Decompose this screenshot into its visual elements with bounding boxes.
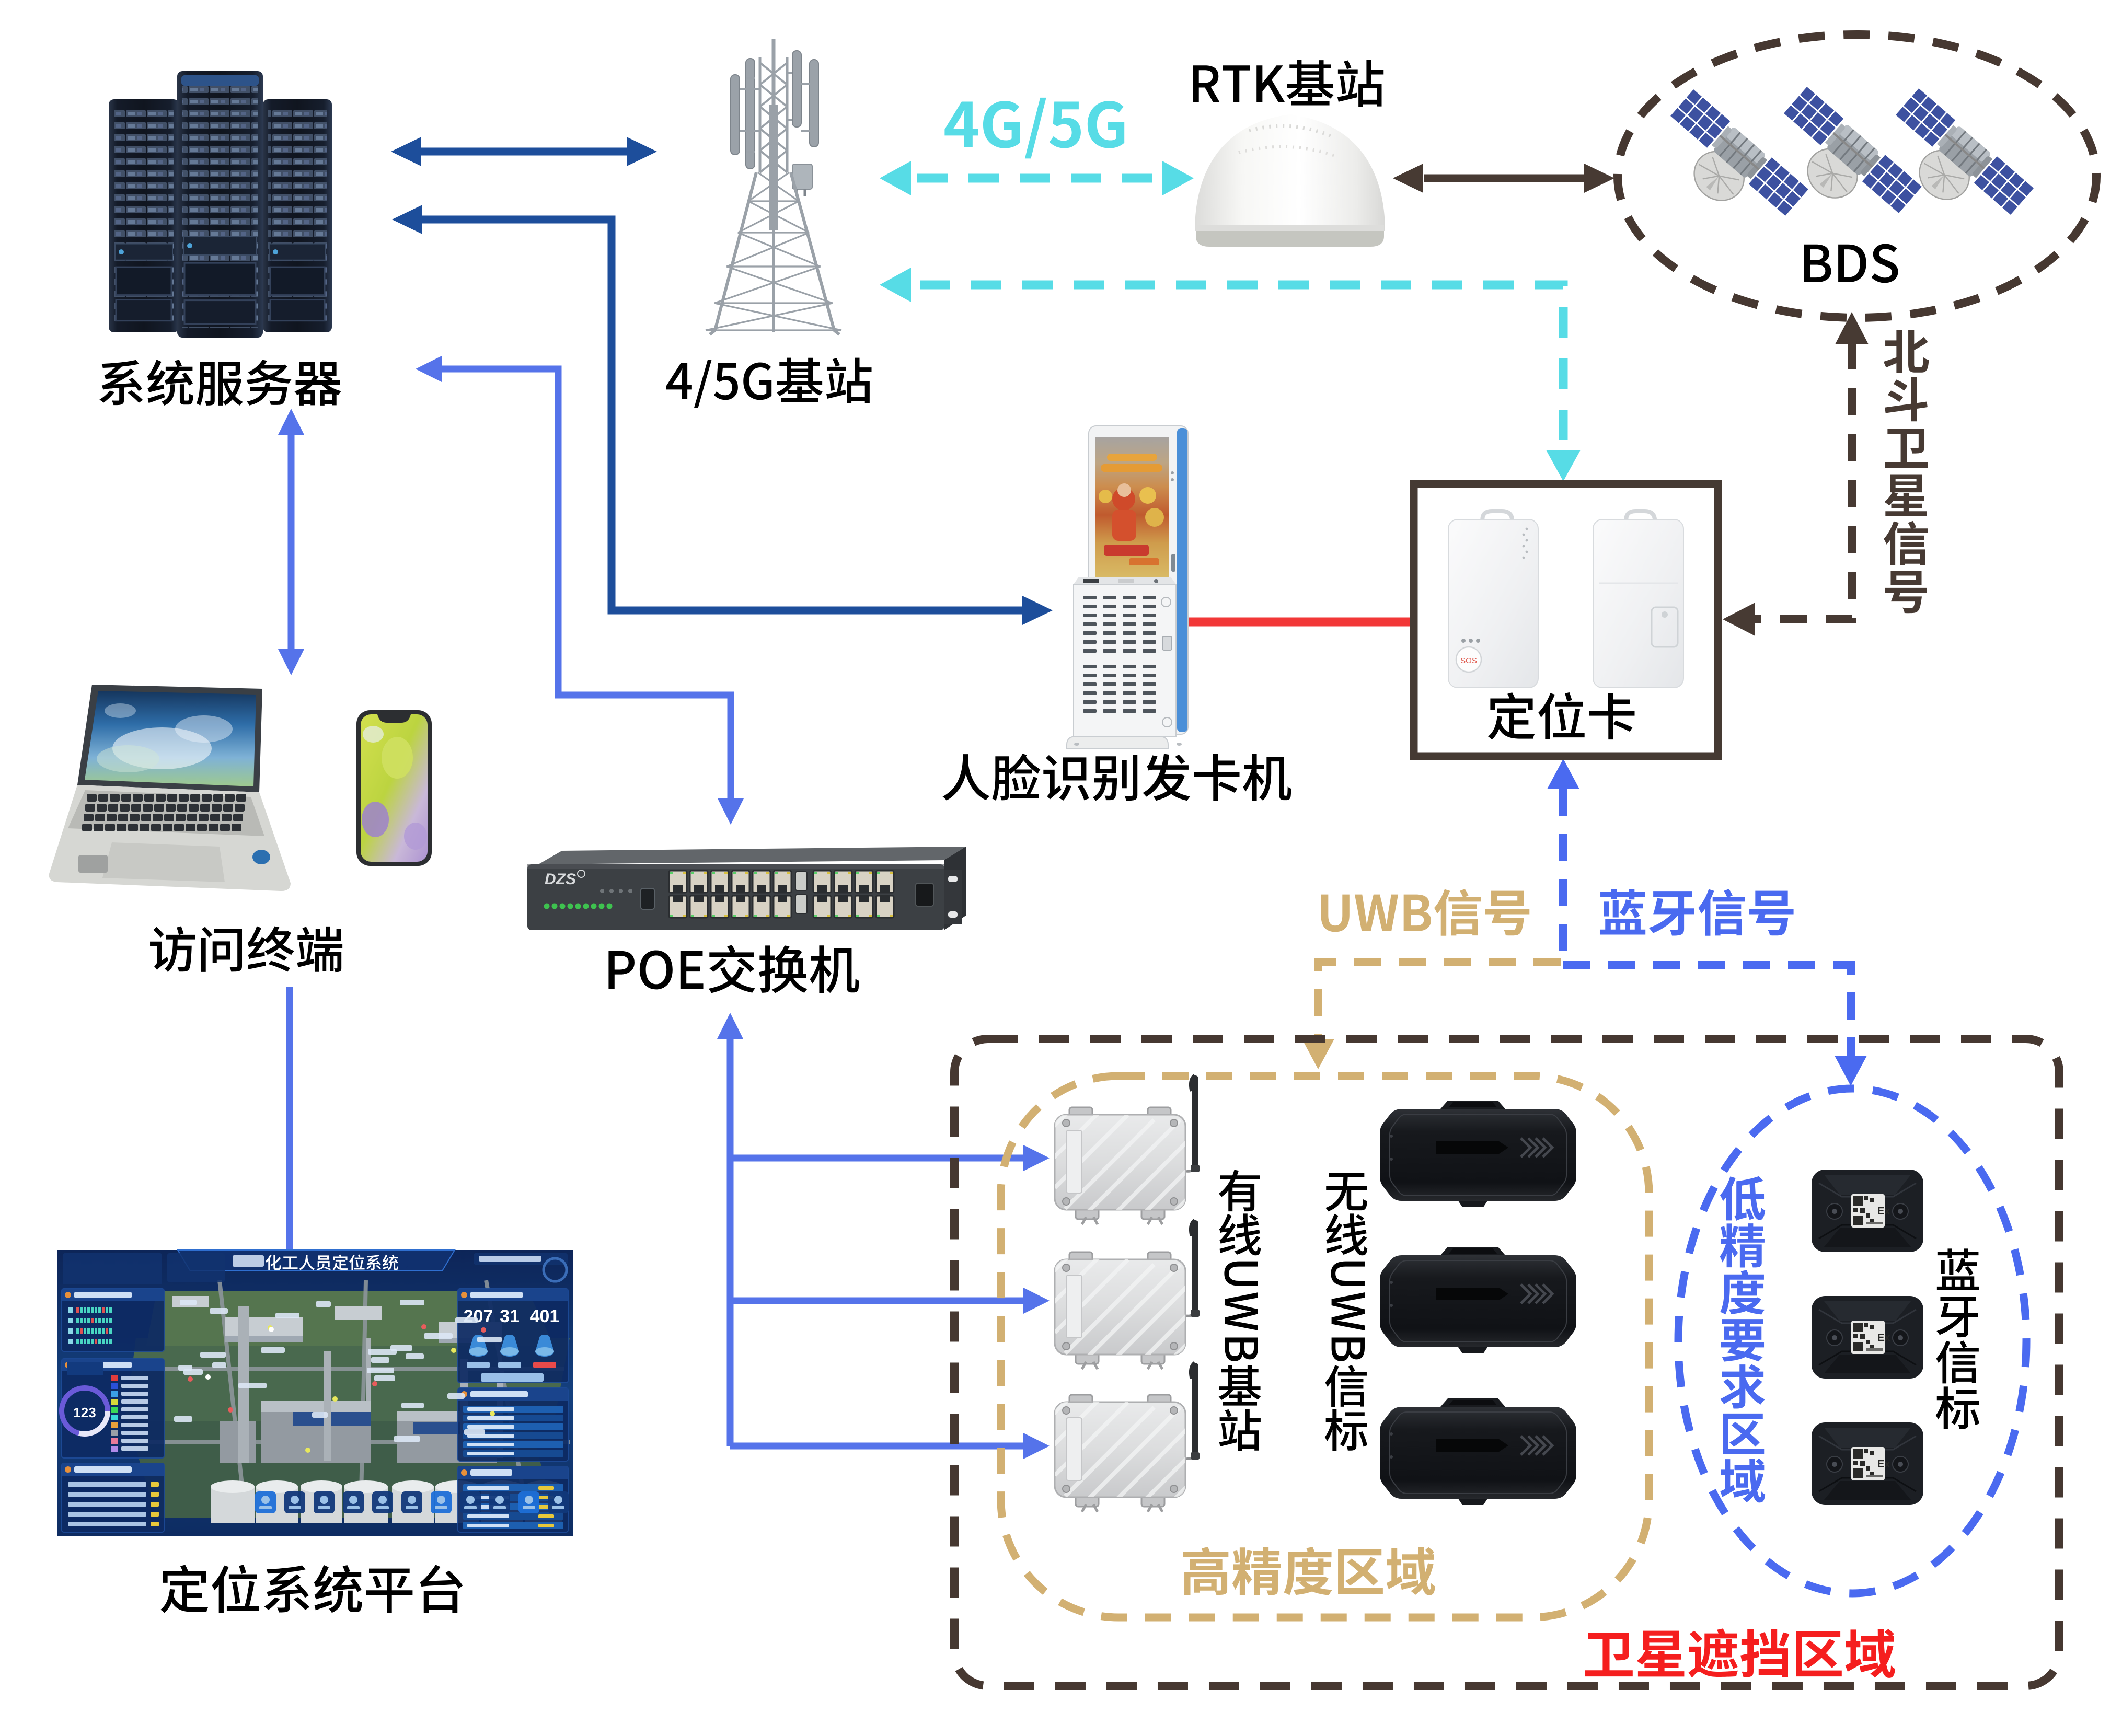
svg-text:123: 123 (73, 1405, 96, 1420)
svg-text:31: 31 (500, 1306, 520, 1326)
svg-text:207: 207 (464, 1306, 493, 1326)
svg-text:401: 401 (530, 1306, 560, 1326)
svg-text:SOS: SOS (1460, 656, 1477, 665)
svg-text:DZS: DZS (545, 871, 576, 888)
